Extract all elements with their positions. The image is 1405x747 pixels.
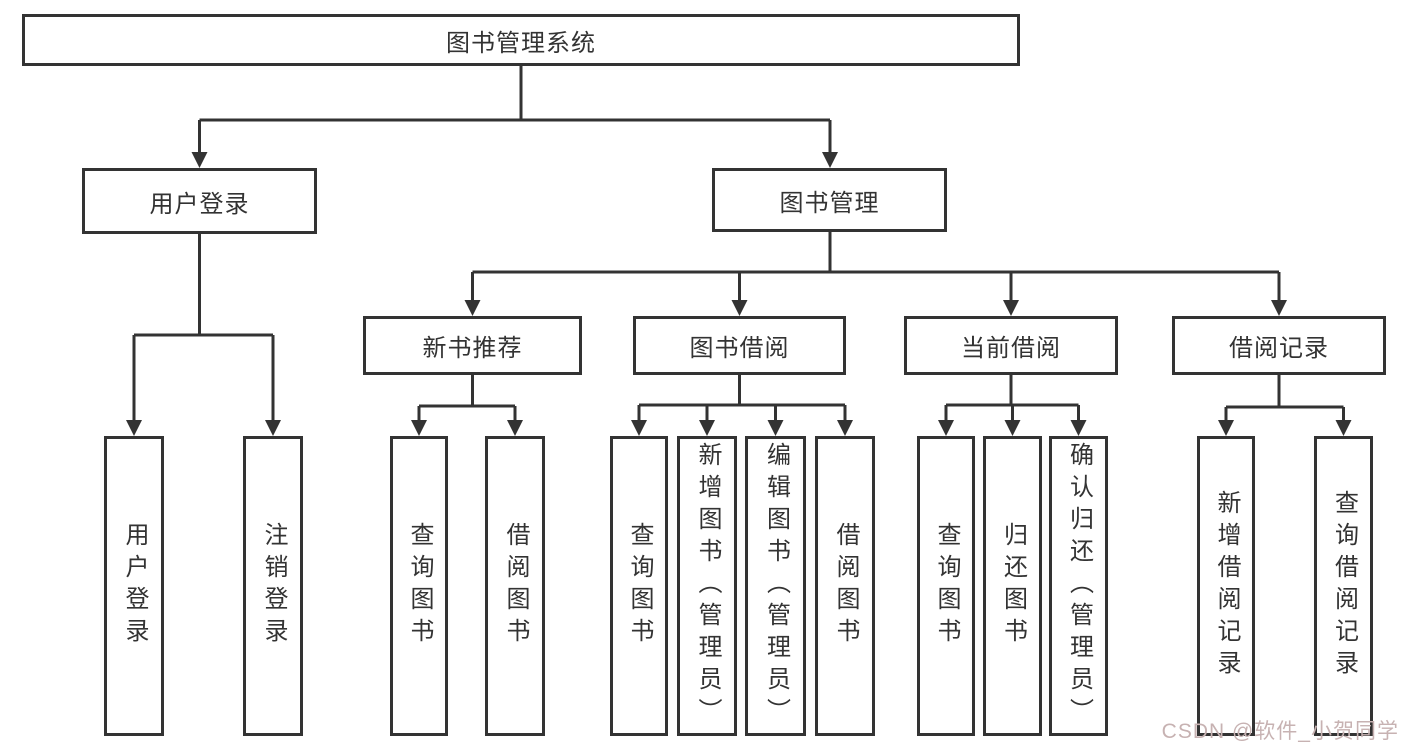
- leaf-return-book-label: 归还图书: [999, 522, 1027, 650]
- leaf-confirm-return-admin-label: 确认归还（管理员）: [1065, 442, 1093, 730]
- leaf-query-borrow-record-label: 查询借阅记录: [1330, 490, 1358, 682]
- leaf-user-login-label: 用户登录: [121, 522, 148, 650]
- leaf-recommend-query-book: 查询图书: [390, 436, 448, 736]
- leaf-recommend-borrow-book-label: 借阅图书: [502, 522, 529, 650]
- node-book-borrow-label: 图书借阅: [689, 335, 790, 362]
- node-root: 图书管理系统: [22, 14, 1020, 66]
- leaf-add-book-admin-label: 新增图书（管理员）: [694, 442, 721, 730]
- leaf-add-book-admin: 新增图书（管理员）: [677, 436, 737, 736]
- leaf-borrow-query-book: 查询图书: [610, 436, 668, 736]
- node-user-login-label: 用户登录: [149, 190, 250, 218]
- arrowhead-icons: [126, 152, 1352, 436]
- node-borrow-record-label: 借阅记录: [1229, 335, 1329, 362]
- node-new-book-recommend-label: 新书推荐: [422, 335, 523, 362]
- connector-lines: [132, 66, 1345, 422]
- node-current-borrow: 当前借阅: [904, 316, 1118, 375]
- leaf-logout: 注销登录: [243, 436, 303, 736]
- node-book-management-label: 图书管理: [779, 189, 880, 217]
- leaf-edit-book-admin: 编辑图书（管理员）: [745, 436, 806, 736]
- node-root-label: 图书管理系统: [446, 29, 596, 57]
- leaf-recommend-query-book-label: 查询图书: [406, 522, 433, 650]
- node-borrow-record: 借阅记录: [1172, 316, 1386, 375]
- node-new-book-recommend: 新书推荐: [363, 316, 582, 375]
- node-user-login: 用户登录: [82, 168, 317, 234]
- node-current-borrow-label: 当前借阅: [961, 335, 1061, 362]
- node-book-management: 图书管理: [712, 168, 947, 232]
- leaf-recommend-borrow-book: 借阅图书: [485, 436, 545, 736]
- leaf-edit-book-admin-label: 编辑图书（管理员）: [762, 442, 790, 730]
- leaf-confirm-return-admin: 确认归还（管理员）: [1049, 436, 1108, 736]
- leaf-add-borrow-record-label: 新增借阅记录: [1213, 490, 1240, 682]
- csdn-watermark: CSDN @软件_小贺同学: [1161, 720, 1399, 743]
- leaf-return-book: 归还图书: [983, 436, 1042, 736]
- leaf-add-borrow-record: 新增借阅记录: [1197, 436, 1255, 736]
- leaf-logout-label: 注销登录: [260, 522, 287, 650]
- leaf-borrow-book: 借阅图书: [815, 436, 875, 736]
- leaf-borrow-query-book-label: 查询图书: [626, 522, 653, 650]
- node-book-borrow: 图书借阅: [633, 316, 846, 375]
- leaf-borrow-book-label: 借阅图书: [832, 522, 859, 650]
- leaf-user-login: 用户登录: [104, 436, 164, 736]
- leaf-current-query-book-label: 查询图书: [933, 522, 960, 650]
- leaf-query-borrow-record: 查询借阅记录: [1314, 436, 1373, 736]
- leaf-current-query-book: 查询图书: [917, 436, 975, 736]
